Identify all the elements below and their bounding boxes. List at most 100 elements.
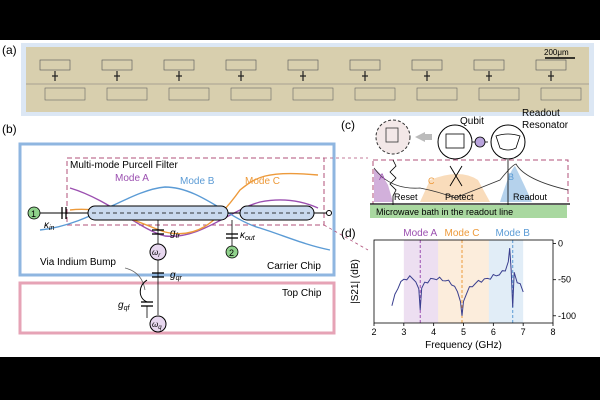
chip-meander xyxy=(44,87,86,101)
reset-label: Reset xyxy=(394,192,418,202)
chip-cross-mark xyxy=(176,71,182,81)
via-label: Via Indium Bump xyxy=(40,257,116,268)
readout-resonator-node xyxy=(149,243,167,261)
link-line-bottom xyxy=(323,224,369,251)
scale-bar-label: 200μm xyxy=(544,48,569,57)
reset-element-inner xyxy=(385,127,399,143)
mode-label: Mode A xyxy=(403,228,437,239)
chip-meander xyxy=(106,87,148,101)
readout-resonator-element xyxy=(490,124,526,160)
s21-trace xyxy=(391,248,524,316)
kappa-out-label: κout xyxy=(240,230,256,242)
carrier-chip-box xyxy=(18,142,336,277)
mode-label: Mode B xyxy=(495,228,530,239)
region-c-label: C xyxy=(428,176,435,186)
readout-label: Readout xyxy=(513,192,548,202)
mode-bands xyxy=(403,240,524,323)
omega-q-label: ωq xyxy=(152,320,162,331)
x-tick-label: 4 xyxy=(431,327,436,337)
chip-structure xyxy=(287,59,319,71)
via-bump xyxy=(139,279,148,303)
purcell-filter-box xyxy=(66,157,325,226)
top-chip-label: Top Chip xyxy=(282,288,322,299)
y-tick-label: 0 xyxy=(558,239,563,249)
port-1-label: 1 xyxy=(31,209,36,219)
qubit-label: Qubit xyxy=(460,116,484,127)
y-tick-label: -100 xyxy=(558,311,576,321)
figure-canvas: (a) 200μm (b) Carrier Chip Top Chip Mult… xyxy=(0,40,600,357)
mode-markers xyxy=(419,240,514,323)
omega-r-label: ωr xyxy=(152,248,161,259)
chip-structure xyxy=(535,59,567,71)
chip-structure xyxy=(349,59,381,71)
chip-details xyxy=(26,59,589,101)
x-tick-label: 7 xyxy=(521,327,526,337)
chip-cross-mark xyxy=(52,71,58,81)
chip-meander xyxy=(230,87,272,101)
chip-cross-mark xyxy=(238,71,244,81)
chip-meander xyxy=(540,87,582,101)
mode-b-label: Mode B xyxy=(180,176,215,187)
chip-structure xyxy=(163,59,195,71)
mode-labels: Mode A Mode C Mode B xyxy=(403,228,530,239)
chip-cross-mark xyxy=(114,71,120,81)
x-tick-label: 3 xyxy=(401,327,406,337)
mode-band xyxy=(438,240,489,323)
qubit-element xyxy=(437,124,473,160)
y-tick-label: -50 xyxy=(558,275,571,285)
region-a-label: A xyxy=(379,172,385,182)
chip-meander xyxy=(478,87,520,101)
chip-cross-mark xyxy=(362,71,368,81)
readout-resonator-label-1: Readout xyxy=(522,108,560,119)
microwave-bath xyxy=(370,205,567,218)
carrier-chip-label: Carrier Chip xyxy=(267,261,321,272)
x-tick-label: 5 xyxy=(461,327,466,337)
panel-label-c: (c) xyxy=(341,118,355,132)
chip-cross-mark xyxy=(486,71,492,81)
mode-c-label: Mode C xyxy=(245,176,280,187)
readout-resonator-label-2: Resonator xyxy=(522,120,569,131)
line-terminal xyxy=(326,210,332,216)
mode-band xyxy=(488,240,524,323)
region-a xyxy=(374,168,393,202)
x-axis-label: Frequency (GHz) xyxy=(425,340,502,351)
qubit-node xyxy=(149,315,167,333)
chip-structure xyxy=(473,59,505,71)
g-fr-label: gfr xyxy=(170,228,181,240)
mode-label: Mode C xyxy=(445,228,480,239)
panel-label-b: (b) xyxy=(2,122,17,136)
readout-resonator-icon xyxy=(495,133,521,151)
reset-decay-path xyxy=(389,159,397,210)
reset-arrow-tail xyxy=(424,134,432,140)
coupler-node xyxy=(474,136,486,148)
spectral-envelope xyxy=(373,163,569,199)
region-c xyxy=(420,174,490,202)
y-axis-label: |S21| (dB) xyxy=(350,259,361,304)
port-2-badge xyxy=(225,245,239,259)
via-pointer xyxy=(124,267,146,291)
port-2-label: 2 xyxy=(229,248,234,258)
mode-band xyxy=(403,240,439,323)
g-qf-label: gqf xyxy=(118,300,130,312)
reset-arrow-icon xyxy=(415,132,425,142)
x-tick-label: 8 xyxy=(550,327,555,337)
kappa-in-label: κin xyxy=(44,220,55,232)
protect-cross-icon xyxy=(449,165,463,187)
mode-a-label: Mode A xyxy=(115,173,149,184)
panel-label-d: (d) xyxy=(341,226,356,240)
g-qr-label: gqr xyxy=(170,270,182,282)
top-chip-box xyxy=(18,281,336,335)
filter-resonator-2 xyxy=(239,205,315,221)
chip-meander xyxy=(168,87,210,101)
chip-structure xyxy=(101,59,133,71)
chip-meander xyxy=(354,87,396,101)
chip-meander xyxy=(416,87,458,101)
chip-meander xyxy=(292,87,334,101)
region-b-label: B xyxy=(508,172,514,182)
bath-label: Microwave bath in the readout line xyxy=(376,207,513,217)
chip-cross-mark xyxy=(548,71,554,81)
protect-label: Protect xyxy=(445,192,474,202)
